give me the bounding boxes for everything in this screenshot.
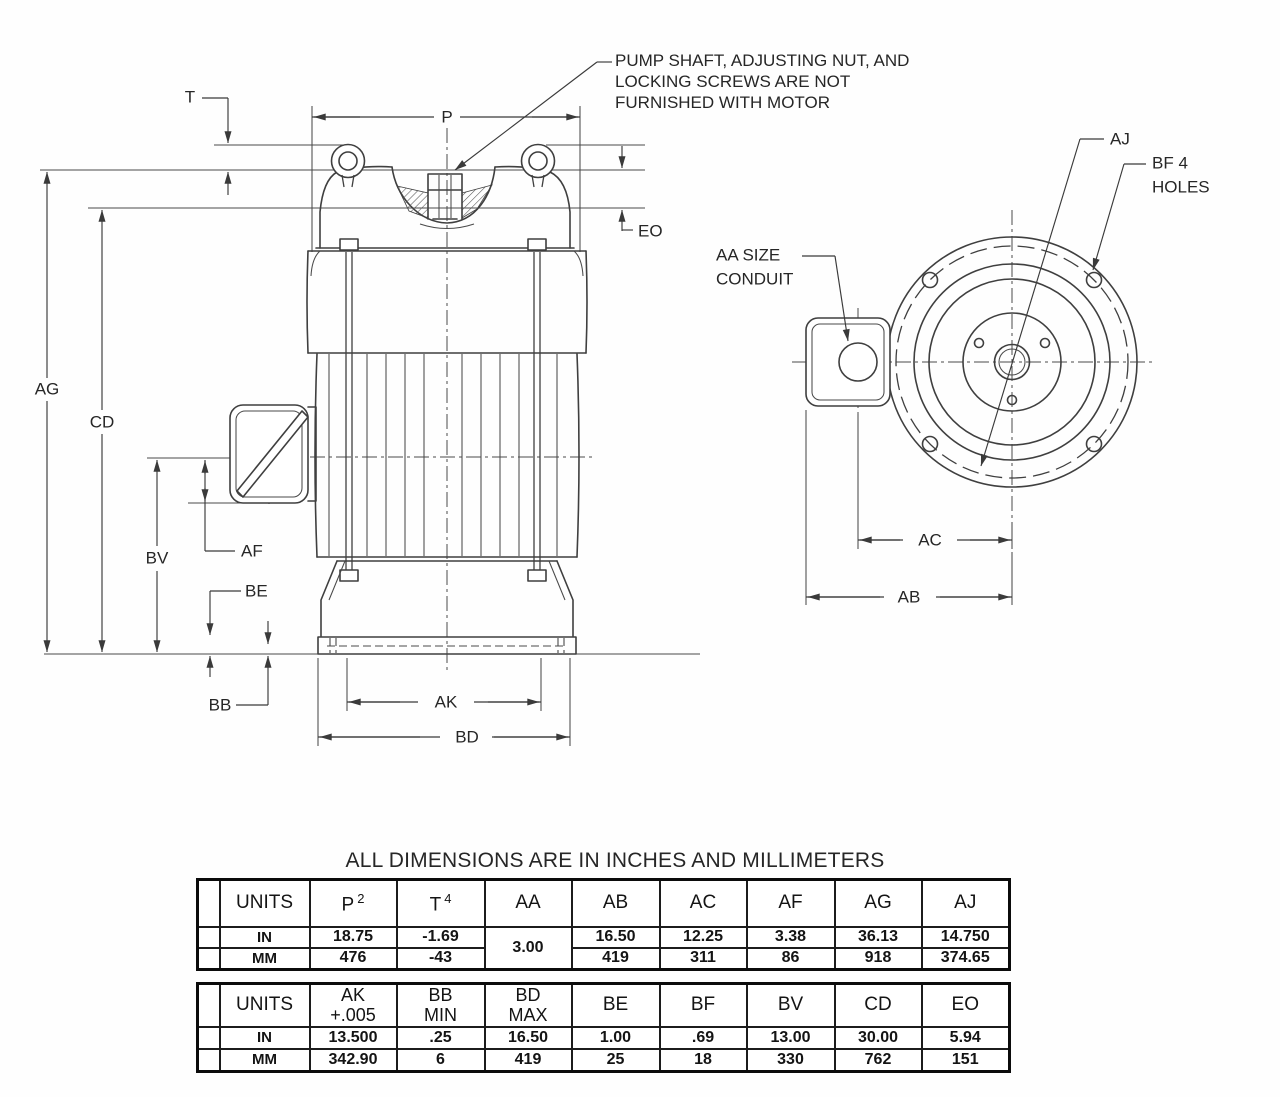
header-cell: BF [658,982,748,1028]
dim-label-bf: BF 4 [1150,153,1190,173]
value-cell: 918 [833,946,923,971]
header-cell: AA [483,878,573,928]
note-line-3: FURNISHED WITH MOTOR [615,93,831,112]
header-cell: EO [920,982,1011,1028]
dim-label-ac: AC [916,530,944,550]
value-cell: 14.750 [920,925,1011,949]
value-cell: 6 [395,1047,486,1073]
spacer-cell [196,1047,221,1073]
dim-label-bv: BV [143,548,171,568]
dim-label-bf-holes: HOLES [1150,177,1212,197]
value-cell: 151 [920,1047,1011,1073]
side-view-dimensions [43,61,633,741]
header-cell: UNITS [218,878,311,928]
dim-label-ab: AB [895,587,923,607]
dim-label-bb: BB [206,695,234,715]
header-cell: AF [745,878,836,928]
header-cell: UNITS [218,982,311,1028]
header-cell: BE [570,982,661,1028]
top-view-dimensions [802,138,1146,601]
spacer-cell [196,946,221,971]
value-cell: 16.50 [483,1025,573,1050]
row-label-cell: IN [218,1025,311,1050]
header-cell: CD [833,982,923,1028]
table-row-in: IN 13.500 .25 16.50 1.00 .69 13.00 30.00… [196,1025,1011,1050]
dim-label-p: P [439,107,455,127]
spacer-cell [196,982,221,1028]
value-cell: 762 [833,1047,923,1073]
table-row-mm: MM 476 -43 419 311 86 918 374.65 [196,946,1011,971]
value-cell: 311 [658,946,748,971]
value-cell: .25 [395,1025,486,1050]
value-cell: 13.00 [745,1025,836,1050]
header-cell: AK+.005 [308,982,398,1028]
value-cell: 3.38 [745,925,836,949]
spacer-cell [196,878,221,928]
value-cell: 1.00 [570,1025,661,1050]
value-cell: 5.94 [920,1025,1011,1050]
dim-label-eo: EO [636,221,665,241]
side-view [40,106,700,746]
header-cell: AC [658,878,748,928]
value-cell: 476 [308,946,398,971]
row-label-cell: IN [218,925,311,949]
value-cell: .69 [658,1025,748,1050]
dim-label-cd: CD [87,412,117,432]
dim-label-ak: AK [432,692,460,712]
drawing-note: PUMP SHAFT, ADJUSTING NUT, AND LOCKING S… [615,50,909,113]
header-cell: AB [570,878,661,928]
value-cell: 18.75 [308,925,398,949]
value-cell: 18 [658,1047,748,1073]
dim-label-t: T [182,87,198,107]
value-cell: -43 [395,946,486,971]
value-cell: 419 [483,1047,573,1073]
note-line-2: LOCKING SCREWS ARE NOT [615,72,851,91]
value-cell: 330 [745,1047,836,1073]
spacer-cell [196,925,221,949]
header-cell: AJ [920,878,1011,928]
table-row-mm: MM 342.90 6 419 25 18 330 762 151 [196,1047,1011,1073]
value-cell: 25 [570,1047,661,1073]
value-cell: 342.90 [308,1047,398,1073]
header-cell: AG [833,878,923,928]
value-cell: 13.500 [308,1025,398,1050]
value-cell: 12.25 [658,925,748,949]
table-title: ALL DIMENSIONS ARE IN INCHES AND MILLIME… [345,849,885,872]
dim-label-aa-size: AA SIZE [714,245,783,265]
dim-label-be: BE [243,581,270,601]
dim-label-af: AF [239,541,265,561]
row-label-cell: MM [218,1047,311,1073]
dim-label-aa-conduit: CONDUIT [714,269,796,289]
table-row-in: IN 18.75 -1.69 3.00 16.50 12.25 3.38 36.… [196,925,1011,971]
row-label-cell: MM [218,946,311,971]
header-cell: BV [745,982,836,1028]
dim-label-ag: AG [32,379,62,399]
value-cell: 30.00 [833,1025,923,1050]
value-cell: 36.13 [833,925,923,949]
dim-label-bd: BD [453,727,481,747]
value-cell: -1.69 [395,925,486,949]
spacer-cell [196,1025,221,1050]
note-line-1: PUMP SHAFT, ADJUSTING NUT, AND [615,51,910,70]
value-cell-merged: 3.00 [483,925,573,971]
value-cell: 419 [570,946,661,971]
dim-label-aj: AJ [1108,129,1132,149]
value-cell: 374.65 [920,946,1011,971]
top-view [792,210,1155,605]
value-cell: 16.50 [570,925,661,949]
value-cell: 86 [745,946,836,971]
